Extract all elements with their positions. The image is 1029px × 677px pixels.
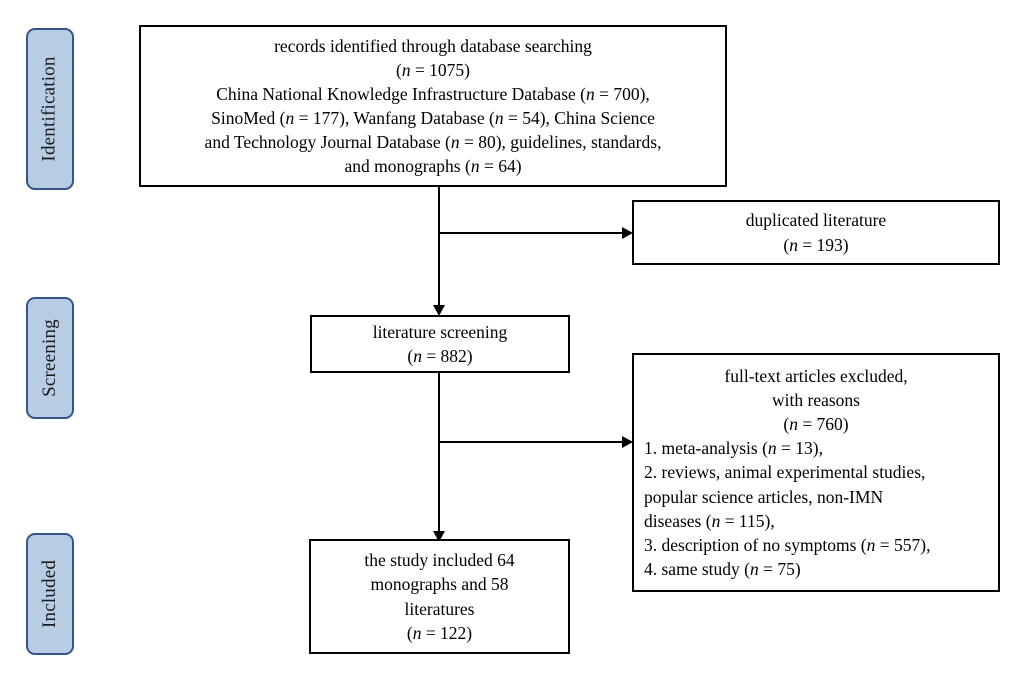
- records-identified-line-4: SinoMed (n = 177), Wanfang Database (n =…: [211, 108, 655, 128]
- arrowhead-to-excluded: [622, 436, 633, 448]
- connector-to-duplicated-literature: [438, 232, 624, 234]
- excluded-reason-4: 4. same study (n = 75): [644, 558, 801, 579]
- connector-screening-trunk: [438, 373, 440, 535]
- arrowhead-to-duplicated-literature: [622, 227, 633, 239]
- duplicated-literature-line-2: (n = 193): [783, 234, 849, 255]
- records-identified-line-6: and monographs (n = 64): [344, 156, 522, 177]
- stage-badge-screening: Screening: [26, 297, 74, 419]
- literature-screening-line-2: (n = 882): [407, 346, 473, 366]
- arrowhead-to-literature-screening: [433, 305, 445, 316]
- stage-label-screening: Screening: [39, 319, 60, 397]
- records-identified-line-3: China National Knowledge Infrastructure …: [216, 83, 650, 104]
- connector-identification-trunk: [438, 187, 440, 309]
- box-full-text-articles-excluded: full-text articles excluded, with reason…: [632, 353, 1000, 592]
- duplicated-literature-line-1: duplicated literature: [745, 210, 887, 231]
- records-identified-line-2: (n = 1075): [395, 59, 471, 80]
- study-included-line-2: monographs and 58: [370, 574, 509, 595]
- box-study-included: the study included 64 monographs and 58 …: [309, 539, 570, 654]
- box-literature-screening: literature screening (n = 882): [310, 315, 570, 373]
- records-identified-line-1: records identified through database sear…: [274, 35, 592, 56]
- excluded-reason-1: 1. meta-analysis (n = 13),: [644, 438, 823, 459]
- excluded-line-1: full-text articles excluded,: [724, 365, 908, 386]
- box-records-identified: records identified through database sear…: [139, 25, 727, 187]
- arrowhead-to-study-included: [433, 531, 445, 542]
- stage-badge-identification: Identification: [26, 28, 74, 190]
- stage-label-included: Included: [39, 559, 61, 629]
- records-identified-line-5: and Technology Journal Database (n = 80)…: [204, 132, 662, 153]
- connector-to-excluded: [438, 441, 624, 443]
- excluded-reason-2b: popular science articles, non-IMN: [644, 486, 884, 507]
- excluded-line-2: with reasons: [772, 390, 860, 410]
- excluded-reason-2c: diseases (n = 115),: [644, 510, 775, 531]
- study-included-line-4: (n = 122): [406, 622, 473, 643]
- excluded-reason-3: 3. description of no symptoms (n = 557),: [644, 534, 931, 555]
- study-included-line-1: the study included 64: [364, 550, 515, 571]
- box-duplicated-literature: duplicated literature (n = 193): [632, 200, 1000, 265]
- literature-screening-line-1: literature screening: [372, 321, 508, 342]
- stage-label-identification: Identification: [39, 56, 60, 162]
- excluded-line-3: (n = 760): [783, 414, 849, 435]
- excluded-reason-2a: 2. reviews, animal experimental studies,: [644, 462, 926, 483]
- study-included-line-3: literatures: [404, 598, 475, 619]
- stage-badge-included: Included: [26, 533, 74, 655]
